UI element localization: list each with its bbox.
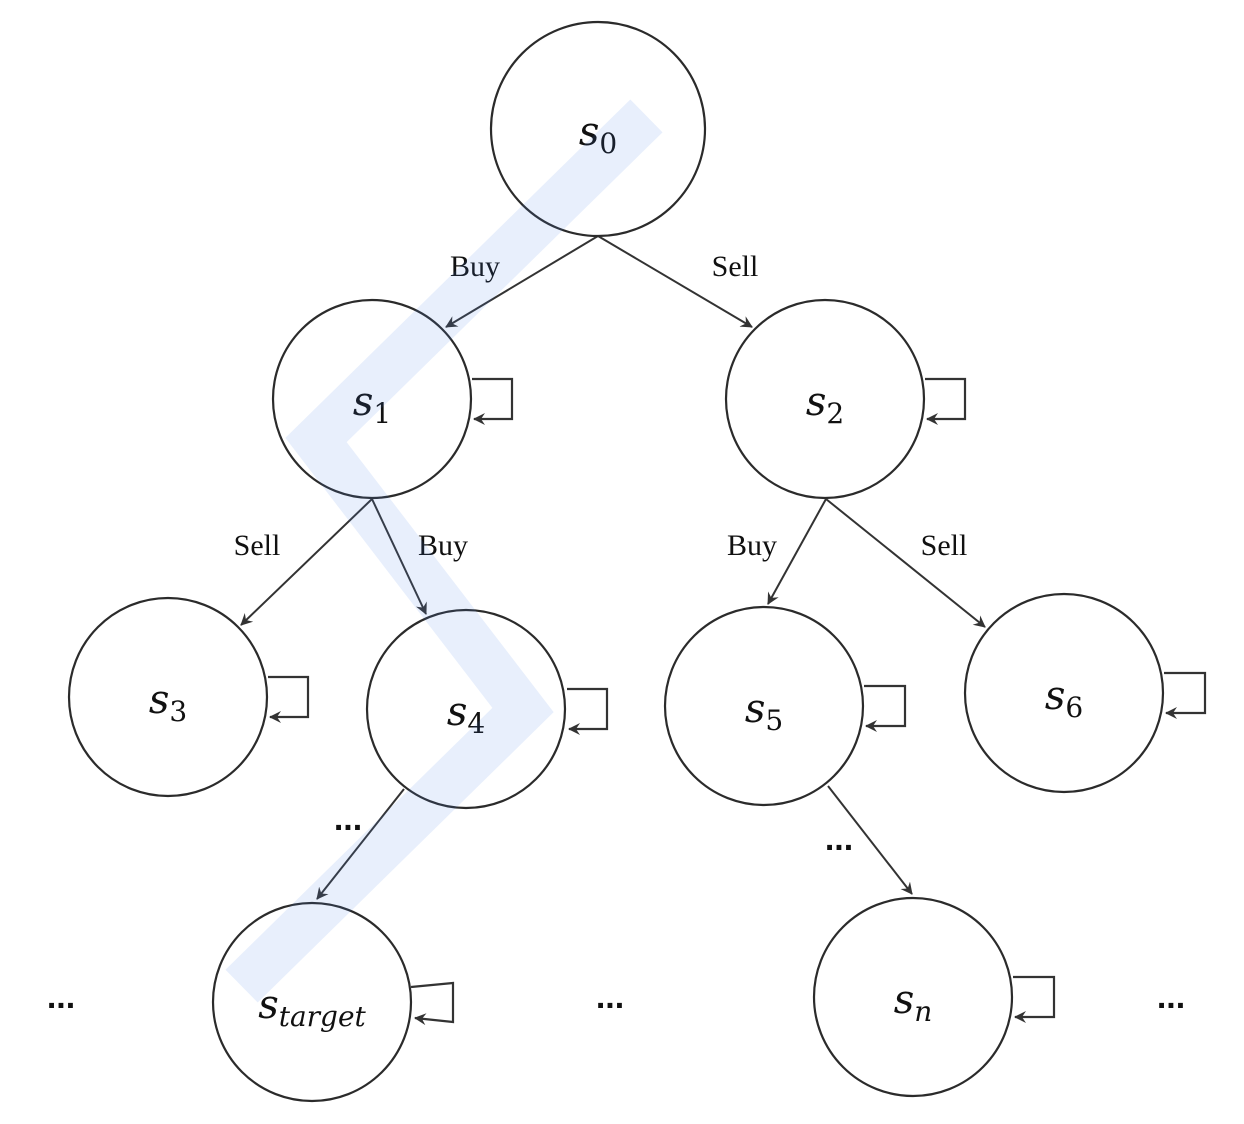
node-label-s6: s6	[1045, 673, 1083, 724]
self-loop-sn	[1013, 975, 1056, 1023]
node-label-s2: s2	[806, 379, 844, 430]
edge-label-s1-s4: Buy	[418, 529, 468, 562]
ellipsis-right: ...	[1157, 978, 1185, 1016]
edge-label-s1-s3: Sell	[234, 529, 281, 562]
edge-label-s0-s1: Buy	[450, 250, 500, 283]
ellipses: ... ... ...	[47, 978, 1185, 1016]
edge-label-s5-sn: ...	[825, 820, 853, 858]
node-label-s4: s4	[447, 689, 485, 740]
nodes: s0 s1 s2 s3 s4 s5 s6 starget	[67, 20, 1165, 1103]
self-loop-s3	[268, 675, 310, 723]
node-s3: s3	[67, 596, 269, 798]
self-loop-s6	[1164, 671, 1207, 719]
node-label-s5: s5	[745, 686, 783, 737]
node-label-starget: starget	[258, 982, 366, 1033]
self-loop-starget	[410, 981, 455, 1026]
edge-label-s2-s5: Buy	[727, 529, 777, 562]
ellipsis-middle: ...	[596, 978, 624, 1016]
node-s6: s6	[963, 592, 1165, 794]
self-loop-s2	[925, 377, 967, 425]
node-s5: s5	[663, 605, 865, 807]
edge-s1-s4	[371, 498, 427, 615]
self-loop-s5	[864, 684, 907, 732]
node-s4: s4	[365, 608, 567, 810]
ellipsis-left: ...	[47, 978, 75, 1016]
self-loop-s1	[472, 377, 514, 425]
edge-s4-starget	[316, 788, 405, 900]
edge-label-s4-starget: ...	[334, 800, 362, 838]
node-starget: starget	[211, 901, 413, 1103]
node-label-s0: s0	[579, 109, 617, 160]
node-sn: sn	[812, 896, 1014, 1098]
self-loops	[268, 377, 1207, 1026]
node-label-s3: s3	[149, 677, 187, 728]
edge-label-s2-s6: Sell	[921, 529, 968, 562]
edge-s2-s6	[825, 498, 986, 628]
edges	[240, 235, 986, 900]
edge-label-s0-s2: Sell	[712, 250, 759, 283]
edge-s2-s5	[767, 498, 827, 605]
highlighted-path	[225, 99, 663, 1003]
edge-labels: Buy Sell Sell Buy Buy Sell ... ...	[234, 250, 968, 858]
edge-s5-sn	[827, 785, 913, 895]
edge-s0-s2	[597, 235, 753, 328]
self-loop-s4	[567, 687, 609, 735]
edge-s0-s1	[445, 235, 599, 328]
node-s2: s2	[724, 298, 926, 500]
node-s1: s1	[271, 298, 473, 500]
node-s0: s0	[489, 20, 707, 238]
node-label-sn: sn	[894, 977, 933, 1028]
edge-s1-s3	[240, 498, 373, 626]
node-label-s1: s1	[353, 379, 391, 430]
